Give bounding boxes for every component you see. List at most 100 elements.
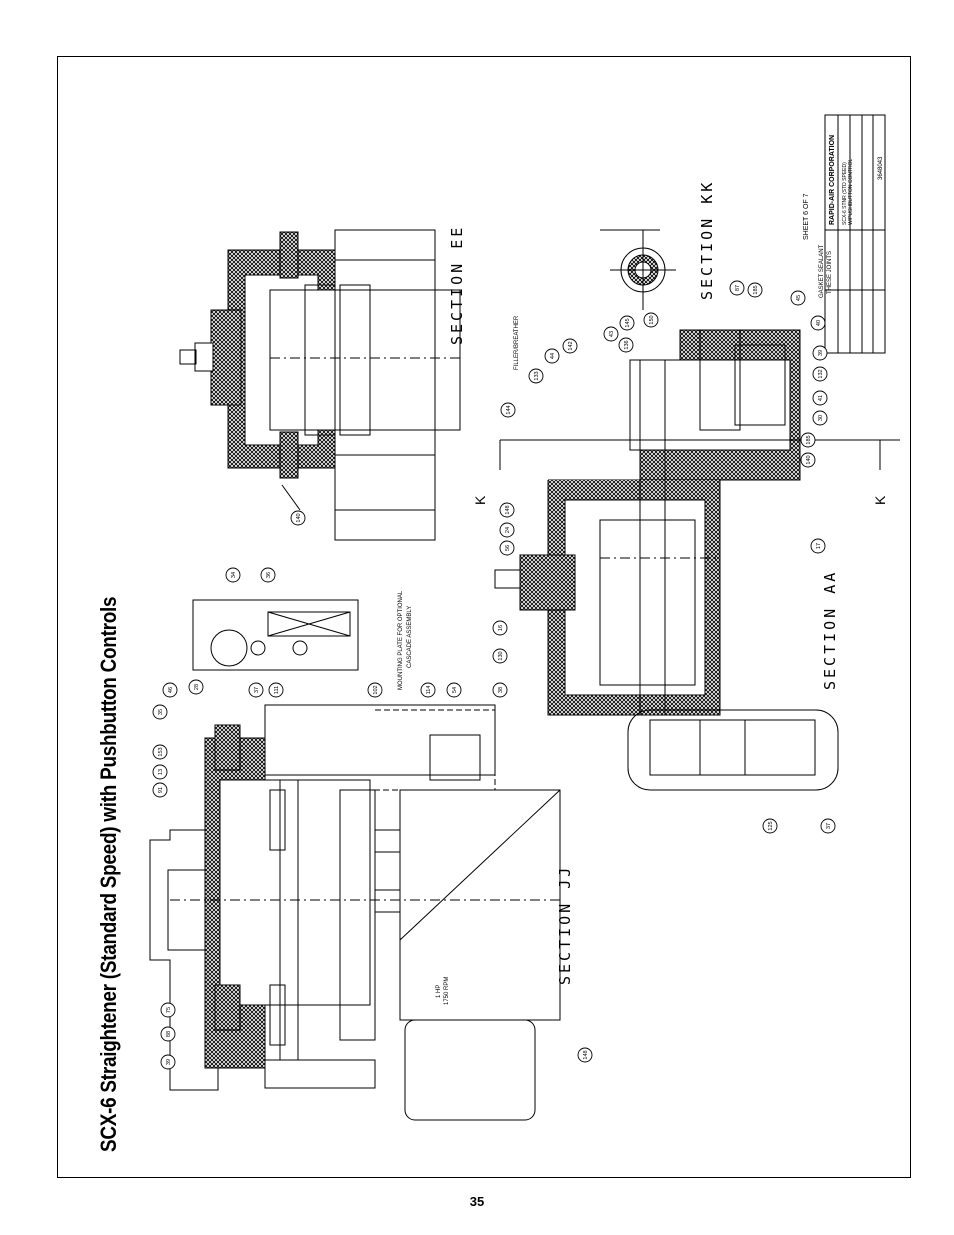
- callout-balloon: [618, 337, 634, 353]
- callout-number: 39: [818, 350, 824, 356]
- callout-number: 153: [158, 747, 164, 756]
- title-block-company: RAPID-AIR CORPORATION: [829, 135, 836, 225]
- motor-hp-note: 1 HP: [436, 985, 442, 998]
- callout-balloon: [800, 452, 816, 468]
- filler-breather-note: FILLER/BREATHER: [514, 315, 520, 370]
- callout-number: 102: [373, 685, 379, 694]
- callout-balloon: [160, 1026, 176, 1042]
- page-title: SCX-6 Straightener (Standard Speed) with…: [96, 596, 121, 1152]
- callout-balloon: [643, 312, 659, 328]
- section-kk-view: [610, 230, 676, 310]
- callout-balloon: [492, 682, 508, 698]
- callout-number: 140: [296, 513, 302, 522]
- section-ee-label: SECTION EE: [448, 225, 466, 345]
- callout-balloon: [810, 538, 826, 554]
- callout-balloon: [152, 764, 168, 780]
- callout-number: 41: [818, 395, 824, 401]
- callout-balloon: [188, 679, 204, 695]
- sheet-note: SHEET 6 OF 7: [803, 193, 810, 240]
- callout-balloon: [152, 782, 168, 798]
- cascade-note: CASCADE ASSEMBLY: [407, 606, 413, 668]
- callout-balloon: [268, 682, 284, 698]
- callout-number: 43: [609, 331, 615, 337]
- callout-number: 111: [274, 686, 280, 694]
- callout-balloon: [577, 1047, 593, 1063]
- section-jj-view: [149, 599, 561, 1121]
- callout-number: 17: [816, 543, 822, 549]
- callout-balloon: [152, 704, 168, 720]
- mounting-plate-note: MOUNTING PLATE FOR OPTIONAL: [398, 590, 404, 690]
- callout-balloon: [160, 1054, 176, 1070]
- callout-balloon: [762, 818, 778, 834]
- callout-number: 45: [796, 295, 802, 301]
- callout-number: 37: [254, 687, 260, 693]
- callout-balloon: [603, 326, 619, 342]
- gasket-note-2: THESE JOINTS: [827, 251, 833, 294]
- callout-balloon: [499, 522, 515, 538]
- callout-balloon: [367, 682, 383, 698]
- callout-number: 44: [550, 353, 556, 359]
- page-number: 35: [469, 1194, 485, 1209]
- callout-balloon: [820, 818, 836, 834]
- section-kk-label: SECTION KK: [698, 180, 716, 300]
- callout-number: 148: [583, 1050, 589, 1059]
- page-frame: [57, 56, 911, 1178]
- callout-number: 37: [826, 823, 832, 829]
- callout-number: 144: [506, 405, 512, 414]
- callout-number: 91: [158, 787, 164, 793]
- callout-number: 140: [806, 455, 812, 464]
- callout-balloon: [420, 682, 436, 698]
- callout-balloon: [544, 348, 560, 364]
- callout-number: 132: [818, 369, 824, 378]
- callout-number: 130: [498, 651, 504, 660]
- callout-number: 114: [426, 686, 432, 695]
- section-ee-view: [179, 229, 461, 541]
- section-jj-label: SECTION JJ: [556, 865, 574, 985]
- title-block-line2: W/PUSHBUTTON CONTROL: [848, 158, 854, 225]
- callout-balloon: [446, 682, 462, 698]
- title-block: [824, 114, 886, 354]
- callout-number: 75: [166, 1007, 172, 1013]
- callout-number: 34: [231, 572, 237, 578]
- callout-number: 28: [194, 684, 200, 690]
- callout-number: 46: [168, 687, 174, 693]
- callout-balloon: [499, 540, 515, 556]
- callout-number: 13: [158, 769, 164, 775]
- callout-balloon: [747, 282, 763, 298]
- callout-balloon: [562, 338, 578, 354]
- title-block-drawing-no: 3648043: [878, 156, 884, 180]
- callout-number: 142: [568, 341, 574, 350]
- callout-number: 39: [166, 1059, 172, 1065]
- callout-balloon: [812, 345, 828, 361]
- callout-balloon: [492, 648, 508, 664]
- callout-balloon: [500, 402, 516, 418]
- gasket-note-1: GASKET SEALANT: [819, 244, 825, 298]
- callout-balloon: [499, 502, 515, 518]
- callout-number: 54: [452, 687, 458, 693]
- callout-balloon: [162, 682, 178, 698]
- callout-number: 185: [806, 435, 812, 444]
- callout-balloon: [812, 410, 828, 426]
- motor-rpm-note: 1750 RPM: [444, 977, 450, 1005]
- callout-number: 87: [735, 285, 741, 291]
- callout-number: 36: [266, 572, 272, 578]
- callout-balloon: [812, 366, 828, 382]
- callout-balloon: [248, 682, 264, 698]
- callout-number: 16: [498, 625, 504, 631]
- callout-number: 56: [505, 545, 511, 551]
- callout-balloon: [810, 315, 826, 331]
- callout-number: 148: [505, 505, 511, 514]
- callout-number: 30: [818, 415, 824, 421]
- callout-balloon: [160, 1002, 176, 1018]
- callout-balloon: [225, 567, 241, 583]
- callout-balloon: [492, 620, 508, 636]
- callout-balloon: [619, 315, 635, 331]
- callout-number: 125: [768, 821, 774, 830]
- callout-balloon: [528, 368, 544, 384]
- callout-number: 38: [498, 687, 504, 693]
- title-block-line1: SCX-6 STNR (STD SPEED): [842, 162, 848, 225]
- section-aa-view: [494, 229, 900, 791]
- callout-number: 35: [158, 709, 164, 715]
